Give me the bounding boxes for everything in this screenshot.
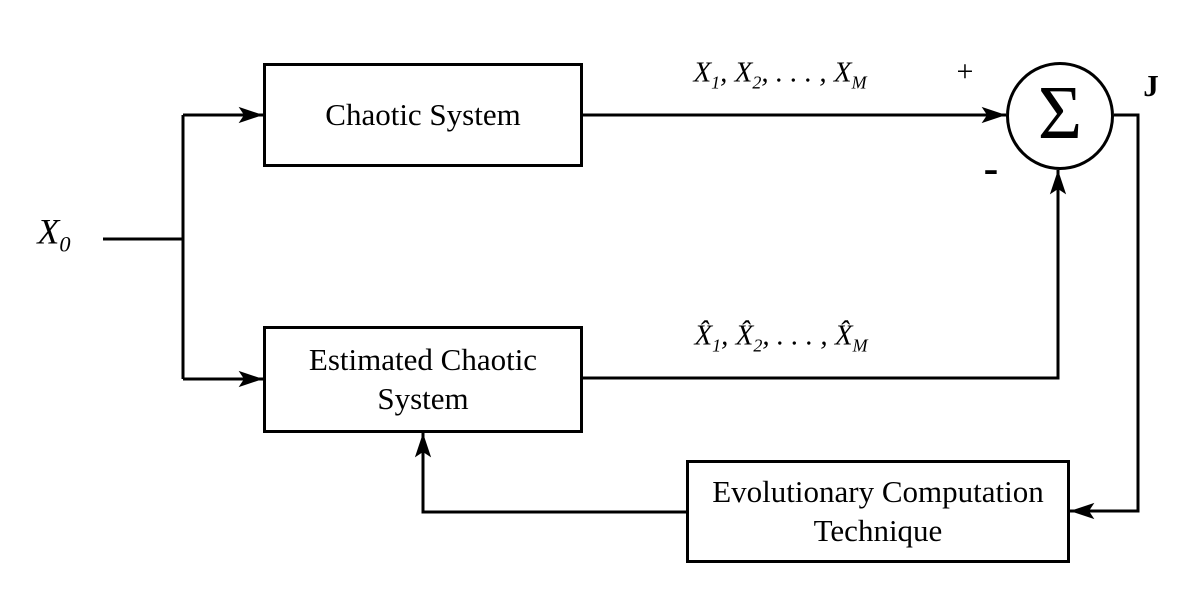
- estimated-chaotic-system-box: Estimated Chaotic System: [263, 326, 583, 433]
- cost-output-label: J: [1143, 68, 1159, 103]
- true-series-label: X1, X2, . . . , XM: [693, 56, 867, 93]
- evolutionary-computation-box: Evolutionary Computation Technique: [686, 460, 1070, 563]
- sigma-symbol: Σ: [1037, 71, 1083, 155]
- estimated-series-label: X̂1, X̂2, . . . , X̂M: [694, 319, 868, 356]
- wire-summer-to-evolution: [1070, 113, 1140, 520]
- plus-sign: +: [956, 55, 974, 88]
- minus-sign: -: [983, 143, 999, 193]
- chaotic-system-box: Chaotic System: [263, 63, 583, 167]
- wire-evolution-to-estimated: [414, 433, 686, 514]
- wire-estimated-to-summer: [583, 170, 1067, 380]
- summation-circle: Σ: [1006, 62, 1114, 170]
- evolutionary-computation-label: Evolutionary Computation Technique: [712, 473, 1044, 548]
- input-signal-label: X0: [37, 211, 71, 257]
- chaotic-system-label: Chaotic System: [325, 96, 521, 132]
- estimated-chaotic-system-label: Estimated Chaotic System: [308, 341, 538, 416]
